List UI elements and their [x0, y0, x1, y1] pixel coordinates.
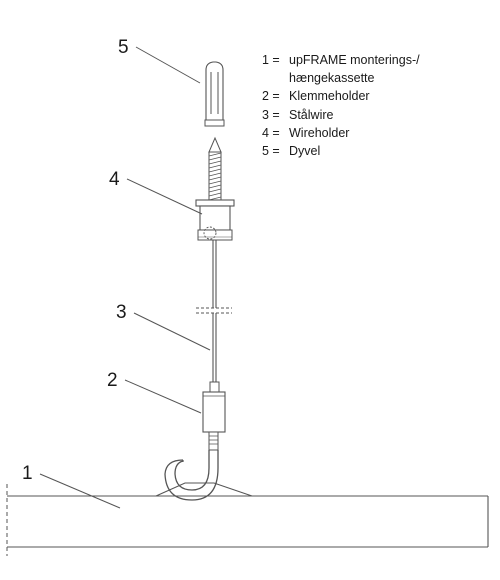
legend-text: Wireholder — [289, 125, 350, 140]
callout-number-1: 1 — [22, 463, 33, 484]
legend: 1 = upFRAME monterings-/ hængekassette 2… — [262, 51, 420, 160]
wire-holder — [195, 136, 235, 241]
mounting-cassette — [6, 482, 489, 556]
legend-number: 5 = — [262, 144, 280, 159]
legend-item-2: 2 = Klemmeholder — [262, 87, 420, 105]
legend-number: 2 = — [262, 89, 280, 104]
legend-number: 3 = — [262, 107, 280, 122]
screw-thread — [208, 192, 222, 197]
legend-text: Dyvel — [289, 144, 321, 159]
screw-thread — [208, 156, 222, 161]
screw-thread — [208, 188, 222, 193]
callout-number-4: 4 — [109, 169, 120, 190]
legend-text: Klemmeholder — [289, 89, 370, 104]
legend-text: upFRAME monterings-/ — [289, 53, 420, 67]
screw-thread — [208, 184, 222, 189]
callout-number-3: 3 — [116, 302, 127, 323]
leader-lines — [39, 46, 211, 509]
screw-thread — [208, 176, 222, 181]
legend-item-4: 4 = Wireholder — [262, 124, 420, 142]
callout-number-2: 2 — [107, 370, 118, 391]
legend-number: 4 = — [262, 125, 280, 140]
callout-number-5: 5 — [118, 37, 129, 58]
screw-thread — [208, 168, 222, 173]
screw-thread — [208, 172, 222, 177]
clamp-holder — [164, 381, 226, 501]
legend-text: Stålwire — [289, 107, 334, 122]
legend-item-1-continuation: hængekassette — [289, 71, 375, 86]
screw-thread — [208, 164, 222, 169]
screw-thread — [208, 152, 222, 157]
screw-thread — [208, 160, 222, 165]
legend-number: 1 = — [262, 53, 280, 67]
legend-item-1: 1 = upFRAME monterings-/ — [262, 51, 420, 69]
legend-item-5: 5 = Dyvel — [262, 142, 420, 160]
steel-wire — [196, 240, 232, 382]
dowel — [204, 61, 225, 127]
screw-thread — [208, 180, 222, 185]
legend-item-3: 3 = Stålwire — [262, 106, 420, 124]
